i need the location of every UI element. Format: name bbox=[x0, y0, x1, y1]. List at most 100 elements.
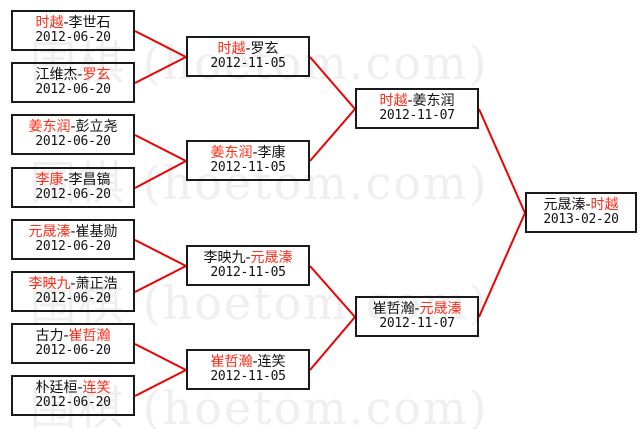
player-left: 元晟溱 bbox=[543, 196, 586, 213]
match-players: 崔哲瀚-元晟溱 bbox=[372, 300, 462, 317]
player-right: 时越 bbox=[590, 196, 619, 213]
match-date: 2013-02-20 bbox=[543, 212, 619, 228]
match-date: 2012-06-20 bbox=[35, 395, 111, 411]
match-date: 2012-06-20 bbox=[35, 134, 111, 150]
match-players: 朴廷桓-连笑 bbox=[35, 379, 111, 396]
player-separator: - bbox=[245, 40, 251, 57]
player-right: 元晟溱 bbox=[419, 300, 462, 317]
player-right: 彭立尧 bbox=[75, 118, 118, 135]
player-left: 时越 bbox=[379, 92, 408, 109]
player-right: 连笑 bbox=[257, 353, 286, 370]
bracket-connector bbox=[134, 56, 187, 84]
player-separator: - bbox=[245, 249, 251, 266]
player-left: 崔哲瀚 bbox=[210, 353, 253, 370]
player-right: 连笑 bbox=[82, 379, 111, 396]
player-left: 时越 bbox=[35, 14, 64, 31]
match-date: 2012-11-05 bbox=[210, 369, 286, 385]
player-right: 崔哲瀚 bbox=[68, 327, 111, 344]
match-date: 2012-06-20 bbox=[35, 291, 111, 307]
player-left: 姜东润 bbox=[28, 118, 71, 135]
bracket-connector bbox=[478, 108, 526, 214]
match-date: 2012-06-20 bbox=[35, 343, 111, 359]
bracket-connector bbox=[309, 56, 356, 110]
player-right: 罗玄 bbox=[250, 40, 279, 57]
player-separator: - bbox=[70, 223, 76, 240]
player-right: 萧正浩 bbox=[75, 275, 118, 292]
player-right: 李昌镐 bbox=[68, 171, 111, 188]
player-separator: - bbox=[63, 327, 69, 344]
match-players: 时越-罗玄 bbox=[217, 40, 279, 57]
bracket-connector bbox=[134, 160, 187, 189]
bracket-connector bbox=[309, 108, 356, 162]
player-right: 崔基勋 bbox=[75, 223, 118, 240]
player-separator: - bbox=[407, 92, 413, 109]
player-separator: - bbox=[585, 196, 591, 213]
bracket-connector bbox=[309, 316, 356, 371]
match-date: 2012-11-05 bbox=[210, 56, 286, 72]
match-players: 江维杰-罗玄 bbox=[35, 66, 111, 83]
match-players: 李映九-萧正浩 bbox=[28, 275, 118, 292]
bracket-connector bbox=[134, 134, 187, 162]
player-separator: - bbox=[252, 144, 258, 161]
player-left: 李映九 bbox=[203, 249, 246, 266]
bracket-connector bbox=[134, 343, 187, 371]
player-left: 古力 bbox=[35, 327, 64, 344]
match-players: 李康-李昌镐 bbox=[35, 171, 111, 188]
player-separator: - bbox=[77, 66, 83, 83]
bracket-connector bbox=[478, 212, 526, 318]
bracket-connector bbox=[134, 239, 187, 267]
bracket-connector bbox=[134, 369, 187, 397]
match-date: 2012-06-20 bbox=[35, 82, 111, 98]
player-right: 元晟溱 bbox=[250, 249, 293, 266]
player-separator: - bbox=[77, 379, 83, 396]
player-separator: - bbox=[70, 275, 76, 292]
player-left: 姜东润 bbox=[210, 144, 253, 161]
player-left: 李映九 bbox=[28, 275, 71, 292]
player-left: 时越 bbox=[217, 40, 246, 57]
match-date: 2012-11-07 bbox=[379, 316, 455, 332]
match-date: 2012-06-20 bbox=[35, 187, 111, 203]
player-left: 朴廷桓 bbox=[35, 379, 78, 396]
player-separator: - bbox=[252, 353, 258, 370]
match-players: 时越-李世石 bbox=[35, 14, 111, 31]
match-players: 崔哲瀚-连笑 bbox=[210, 353, 286, 370]
match-players: 古力-崔哲瀚 bbox=[35, 327, 111, 344]
player-separator: - bbox=[414, 300, 420, 317]
match-players: 元晟溱-崔基勋 bbox=[28, 223, 118, 240]
player-right: 李世石 bbox=[68, 14, 111, 31]
player-left: 元晟溱 bbox=[28, 223, 71, 240]
bracket-connector bbox=[134, 265, 187, 293]
player-right: 李康 bbox=[257, 144, 286, 161]
match-date: 2012-11-05 bbox=[210, 265, 286, 281]
bracket-connector bbox=[134, 30, 187, 58]
bracket-connector bbox=[309, 265, 356, 318]
match-date: 2012-11-07 bbox=[379, 108, 455, 124]
player-separator: - bbox=[70, 118, 76, 135]
match-date: 2012-06-20 bbox=[35, 239, 111, 255]
player-separator: - bbox=[63, 14, 69, 31]
match-date: 2012-11-05 bbox=[210, 160, 286, 176]
player-left: 崔哲瀚 bbox=[372, 300, 415, 317]
player-left: 江维杰 bbox=[35, 66, 78, 83]
match-date: 2012-06-20 bbox=[35, 30, 111, 46]
player-right: 罗玄 bbox=[82, 66, 111, 83]
player-left: 李康 bbox=[35, 171, 64, 188]
match-players: 李映九-元晟溱 bbox=[203, 249, 293, 266]
